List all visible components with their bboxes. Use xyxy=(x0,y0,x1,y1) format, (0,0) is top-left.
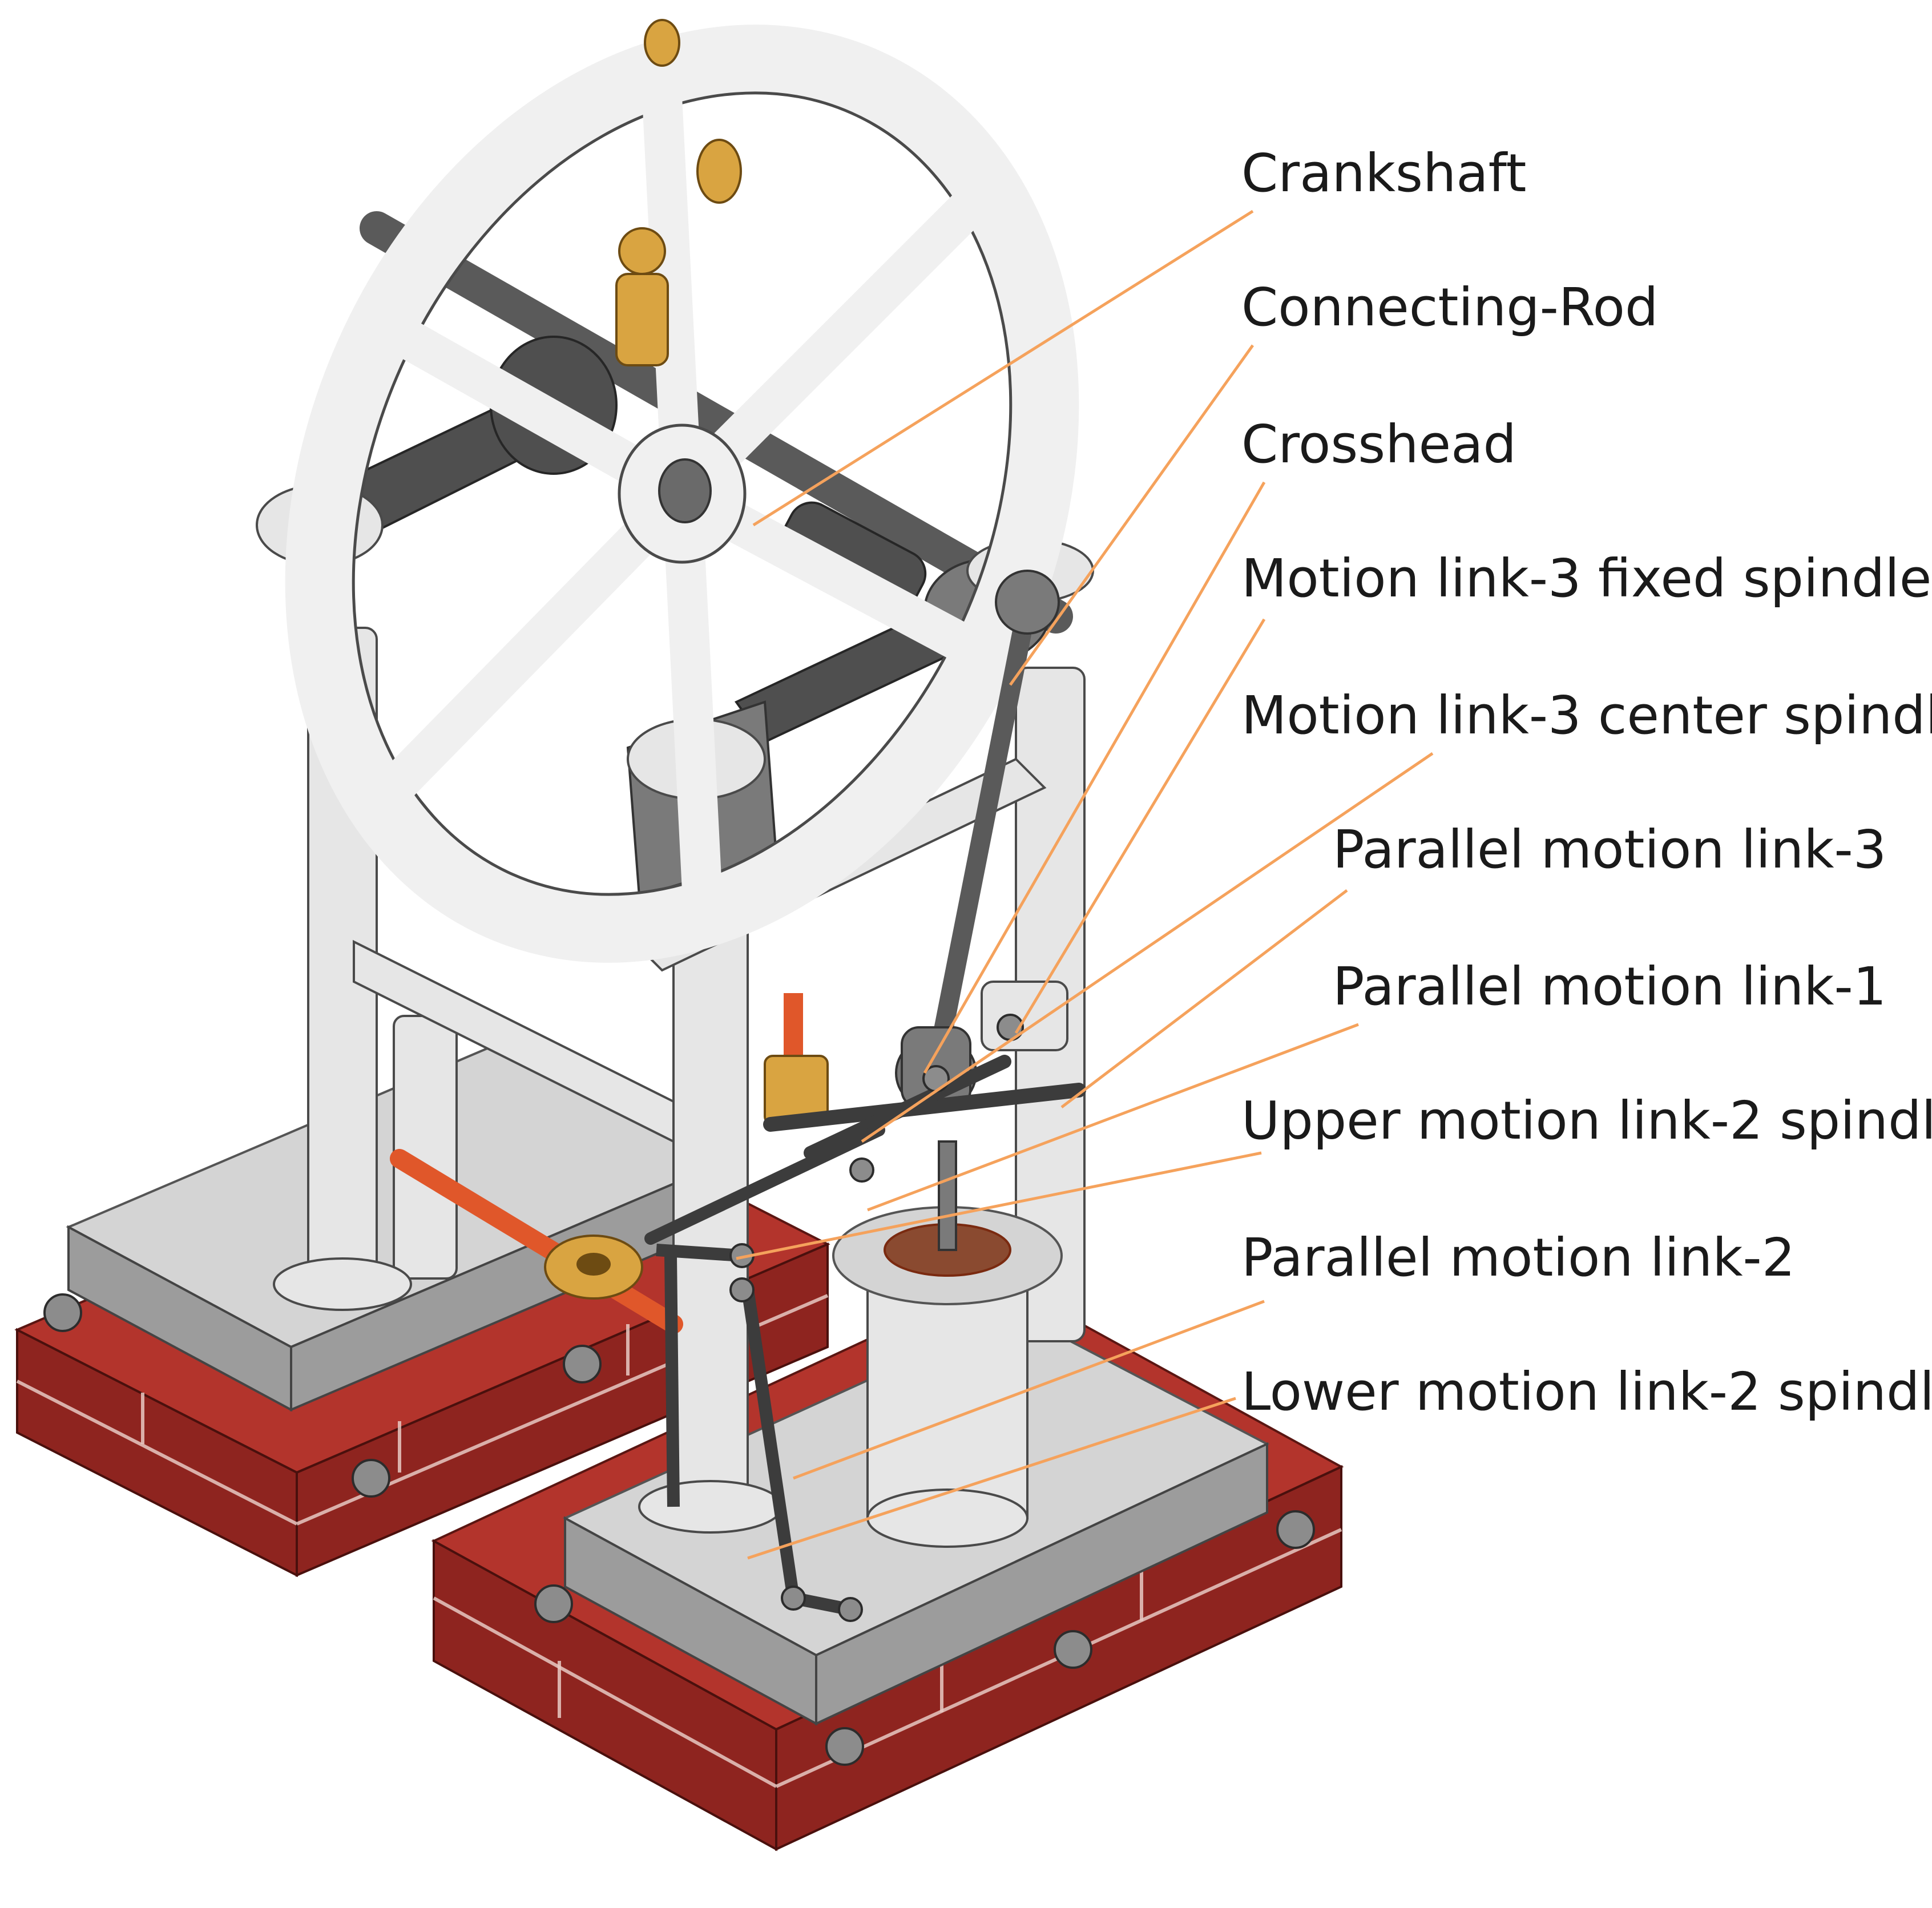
label-motion-link-3-center-spindle: Motion link-3 center spindle xyxy=(1241,685,1932,746)
leader-parallel-motion-link-3 xyxy=(1060,889,1348,1108)
label-motion-link-3-fixed-spindle: Motion link-3 fixed spindle xyxy=(1241,548,1931,609)
label-upper-motion-link-2-spindle: Upper motion link-2 spindle xyxy=(1241,1090,1932,1151)
governor xyxy=(615,19,742,366)
base-bolts xyxy=(43,1293,1315,1766)
leader-parallel-motion-link-1 xyxy=(867,1023,1359,1212)
parallel-motion-linkage xyxy=(644,1014,1086,1622)
label-crosshead: Crosshead xyxy=(1241,414,1516,475)
label-parallel-motion-link-3: Parallel motion link-3 xyxy=(1333,819,1886,880)
callout-labels: Crankshaft Connecting-Rod Crosshead Moti… xyxy=(1241,143,1932,1422)
leader-lower-motion-link-2-spindle xyxy=(747,1397,1236,1560)
label-parallel-motion-link-1: Parallel motion link-1 xyxy=(1333,956,1886,1017)
leader-connecting-rod xyxy=(1009,344,1255,686)
leader-upper-motion-link-2-spindle xyxy=(736,1151,1262,1260)
label-crankshaft: Crankshaft xyxy=(1241,143,1527,204)
label-lower-motion-link-2-spindle: Lower motion link-2 spindle xyxy=(1241,1361,1932,1422)
leader-motion-link-3-center-spindle xyxy=(861,752,1434,1143)
leader-motion-link-3-fixed-spindle xyxy=(1014,618,1266,1034)
leader-lines xyxy=(736,209,1434,1560)
leader-parallel-motion-link-2 xyxy=(793,1300,1265,1480)
label-parallel-motion-link-2: Parallel motion link-2 xyxy=(1241,1227,1795,1288)
leader-crosshead xyxy=(923,481,1266,1074)
copper-pipework xyxy=(390,993,829,1334)
leader-crankshaft xyxy=(752,209,1254,527)
label-connecting-rod: Connecting-Rod xyxy=(1241,277,1658,338)
flywheel xyxy=(285,25,1079,963)
